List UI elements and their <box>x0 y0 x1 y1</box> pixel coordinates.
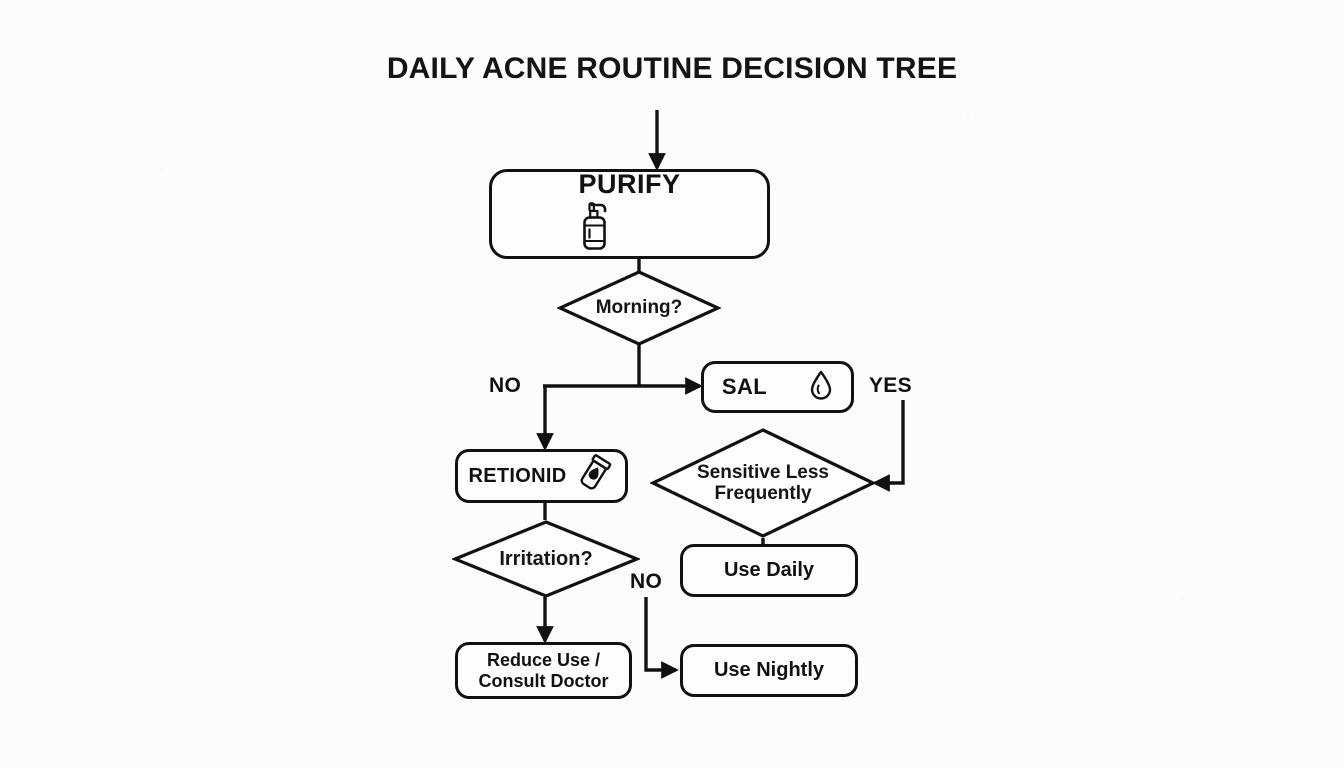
edge-label-morning-yes: YES <box>869 374 912 397</box>
edge-label-morning-no: NO <box>489 374 522 397</box>
node-use-nightly[interactable]: Use Nightly <box>680 644 858 697</box>
node-purify-inner-frame: PURIFY <box>578 169 680 259</box>
irritation-diamond-shape <box>452 520 640 598</box>
pump-bottle-icon <box>578 200 680 259</box>
node-use-nightly-label: Use Nightly <box>713 659 825 681</box>
edge-irritation-no-to-use-nightly <box>644 597 679 679</box>
page-title: DAILY ACNE ROUTINE DECISION TREE <box>386 52 958 85</box>
edge-label-irritation-no: NO <box>630 570 663 593</box>
node-morning-label: Morning? <box>595 297 683 319</box>
node-sal[interactable]: SAL <box>701 361 854 413</box>
cream-tube-icon <box>574 452 614 501</box>
edge-sal-yes-to-sensitive <box>872 400 905 492</box>
node-irritation-decision[interactable]: Irritation? <box>452 519 640 599</box>
node-retionid[interactable]: RETIONID <box>455 449 628 503</box>
node-retionid-label: RETIONID <box>468 464 567 487</box>
node-use-daily-label: Use Daily <box>723 559 815 581</box>
node-sensitive-label: Sensitive Less Frequently <box>696 461 830 504</box>
node-use-daily[interactable]: Use Daily <box>680 544 858 597</box>
node-irritation-label: Irritation? <box>499 547 593 570</box>
node-sensitive-decision[interactable]: Sensitive Less Frequently <box>650 427 876 539</box>
node-purify-label: PURIFY <box>578 168 681 199</box>
node-reduce-use[interactable]: Reduce Use / Consult Doctor <box>455 642 632 699</box>
morning-diamond-shape <box>557 270 721 346</box>
node-reduce-use-label: Reduce Use / Consult Doctor <box>478 649 609 691</box>
water-droplet-icon <box>809 370 833 405</box>
node-purify[interactable]: PURIFY <box>489 169 770 259</box>
node-sal-label: SAL <box>721 374 768 400</box>
sensitive-diamond-shape <box>650 428 876 538</box>
node-morning-decision[interactable]: Morning? <box>557 269 721 347</box>
